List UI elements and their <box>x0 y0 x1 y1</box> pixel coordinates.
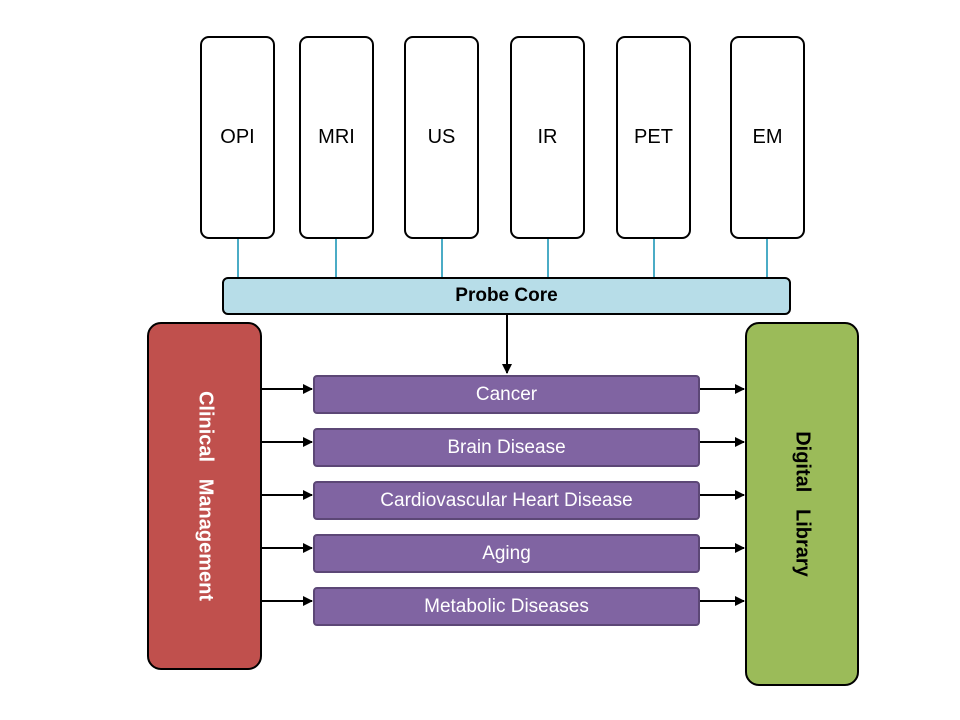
disease-cancer: Cancer <box>313 375 700 414</box>
modality-em: EM <box>730 36 805 239</box>
digital-library-box: Digital Library <box>745 322 859 686</box>
probe-core-bar: Probe Core <box>222 277 791 315</box>
disease-cardiovascular: Cardiovascular Heart Disease <box>313 481 700 520</box>
modality-ir: IR <box>510 36 585 239</box>
disease-brain: Brain Disease <box>313 428 700 467</box>
disease-metabolic: Metabolic Diseases <box>313 587 700 626</box>
disease-aging: Aging <box>313 534 700 573</box>
modality-opi: OPI <box>200 36 275 239</box>
clinical-management-box: Clinical Management <box>147 322 262 670</box>
modality-mri: MRI <box>299 36 374 239</box>
digital-library-label: Digital Library <box>791 431 814 577</box>
modality-pet: PET <box>616 36 691 239</box>
modality-us: US <box>404 36 479 239</box>
clinical-management-label: Clinical Management <box>194 390 216 602</box>
